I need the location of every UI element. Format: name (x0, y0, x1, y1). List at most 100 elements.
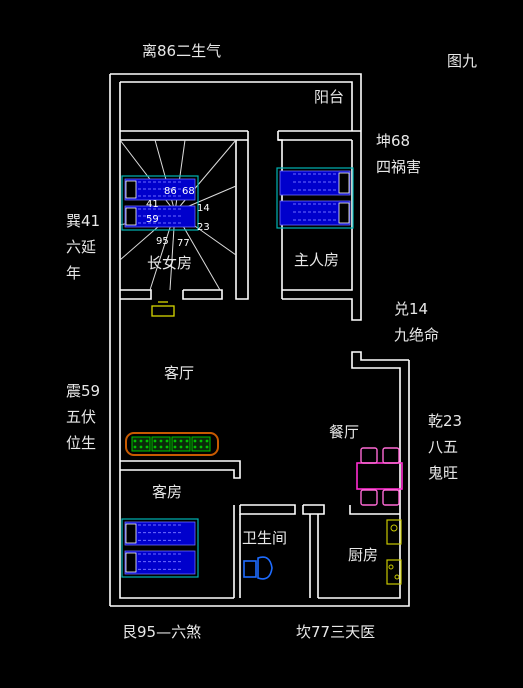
master-room-wall-bottom (282, 140, 353, 291)
lamp-icon (151, 301, 175, 317)
direction-northeast-label: 艮95—六煞 (122, 623, 202, 641)
balcony-label: 阳台 (314, 88, 345, 106)
bed-master (276, 167, 354, 229)
stove-icon (386, 559, 402, 585)
compass-number: 59 (146, 214, 159, 225)
chair-icon (382, 447, 400, 464)
eldest-daughter-room-label: 长女房 (147, 254, 193, 272)
outer-wall-top (110, 73, 362, 131)
living-room-label: 客厅 (164, 364, 195, 382)
plant-dot (145, 445, 149, 449)
bed-frame (276, 167, 354, 229)
plant-dot (199, 445, 203, 449)
direction-east-label: 震59 五伏 位生 (66, 382, 101, 452)
furniture (125, 301, 403, 585)
plant-dot (173, 439, 177, 443)
direction-northwest-label: 乾23 八五 鬼旺 (428, 412, 463, 482)
chair-icon (360, 447, 378, 464)
pillow (125, 552, 137, 573)
chair-icon (360, 489, 378, 506)
planter-cell (151, 436, 171, 452)
master-room-wall-outer (282, 131, 362, 321)
plant-dot (185, 439, 189, 443)
planter-cell (171, 436, 191, 452)
bed-frame (121, 175, 199, 231)
plant-dot (165, 439, 169, 443)
direction-south-label: 离86二生气 (142, 42, 222, 60)
direction-southeast-label: 巽41 六延 年 (66, 212, 101, 282)
plant-dot (159, 439, 163, 443)
bathroom-wall-top-right (302, 504, 325, 515)
planter-frame (125, 432, 219, 456)
direction-west-label: 兑14 九绝命 (394, 300, 440, 344)
plant-dot (205, 445, 209, 449)
plant-dot (145, 439, 149, 443)
pillow (338, 202, 350, 224)
mattress (124, 521, 196, 546)
daughter-room-wall-bottom-right (182, 289, 223, 300)
toilet-icon (243, 556, 273, 580)
pillow (338, 172, 350, 194)
plant-dot (139, 439, 143, 443)
plant-dot (153, 445, 157, 449)
mattress (279, 170, 351, 196)
sink-icon (386, 519, 402, 545)
mattress (124, 550, 196, 575)
plant-dot (179, 439, 183, 443)
plant-dot (179, 445, 183, 449)
compass-number: 68 (182, 186, 195, 197)
plant-dot (199, 439, 203, 443)
plant-dot (193, 445, 197, 449)
burner (388, 564, 394, 570)
balcony-inner-wall (120, 81, 353, 131)
bed-frame (121, 518, 199, 578)
figure-title: 图九 (447, 52, 478, 70)
compass-number: 14 (197, 203, 210, 214)
bed-guest (121, 518, 199, 578)
burner (394, 574, 400, 580)
compass-number: 23 (197, 222, 210, 233)
bathroom-label: 卫生间 (242, 529, 288, 547)
compass-number: 95 (156, 236, 169, 247)
toilet-bowl (257, 556, 273, 580)
mattress (279, 200, 351, 226)
plant-dot (133, 445, 137, 449)
table-top (356, 462, 403, 490)
kitchen-wall-top (349, 505, 400, 515)
guest-room-wall-top (120, 460, 241, 479)
planter-cell (131, 436, 151, 452)
pillow (125, 207, 137, 226)
dining-table-icon (356, 447, 403, 506)
plant-dot (165, 445, 169, 449)
bed-eldest-daughter (121, 175, 199, 231)
direction-north-label: 坎77三天医 (296, 623, 376, 641)
dining-room-label: 餐厅 (329, 423, 360, 441)
partition-between-bedrooms (235, 131, 249, 300)
compass-number: 77 (177, 238, 190, 249)
direction-southwest-label: 坤68 四祸害 (376, 132, 422, 176)
kitchen-label: 厨房 (348, 546, 379, 564)
plant-dot (139, 445, 143, 449)
planter-cell (191, 436, 211, 452)
walls (109, 73, 410, 607)
plant-dot (133, 439, 137, 443)
beds (121, 167, 354, 578)
pillow (125, 180, 137, 199)
plant-dot (205, 439, 209, 443)
daughter-room-wall-bottom-left (120, 289, 152, 300)
toilet-tank (243, 560, 257, 578)
chair-icon (382, 489, 400, 506)
guest-room-label: 客房 (152, 483, 183, 501)
plant-dot (159, 445, 163, 449)
plant-dot (153, 439, 157, 443)
inner-wall-left (119, 82, 234, 599)
plant-dot (193, 439, 197, 443)
pillow (125, 523, 137, 544)
outer-wall-bottom (110, 360, 410, 607)
compass-number: 86 (164, 186, 177, 197)
kitchen-appliances (386, 519, 402, 585)
planter-box-icon (125, 432, 219, 456)
